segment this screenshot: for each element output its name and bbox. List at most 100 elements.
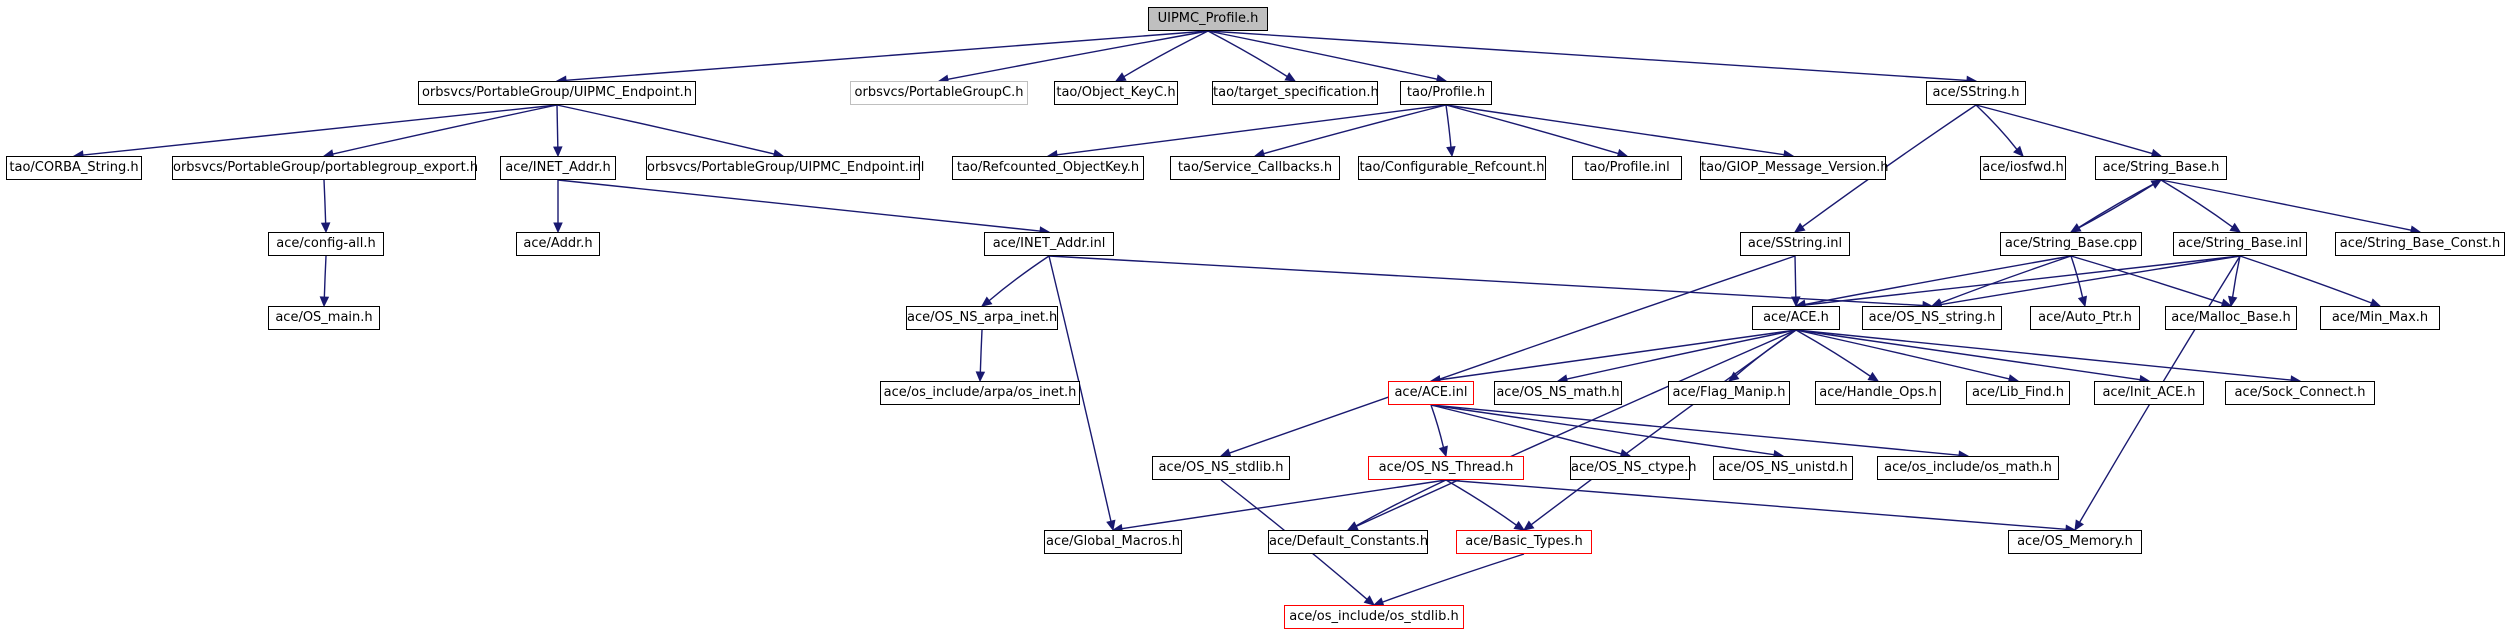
arrowhead bbox=[1106, 519, 1116, 532]
arrowhead bbox=[553, 146, 563, 158]
node-endpoint-h[interactable]: orbsvcs/PortableGroup/UIPMC_Endpoint.h bbox=[418, 81, 696, 105]
edge-inet_addr_inl-to-arpa_inet bbox=[988, 255, 1050, 302]
edge-ace_inl-to-os_math bbox=[1430, 404, 1960, 456]
node-os-ns-stdlib[interactable]: ace/OS_NS_stdlib.h bbox=[1152, 456, 1290, 480]
arrowhead bbox=[1791, 296, 1801, 308]
edge-string_base_h-to-string_base_inl bbox=[2160, 179, 2233, 228]
node-global-macros[interactable]: ace/Global_Macros.h bbox=[1044, 530, 1182, 554]
edge-profile_h-to-profile_inl bbox=[1445, 104, 1619, 155]
edge-ace_inl-to-os_ns_thread bbox=[1430, 404, 1445, 448]
node-default-consts[interactable]: ace/Default_Constants.h bbox=[1268, 530, 1428, 554]
arrowhead bbox=[1363, 595, 1375, 606]
node-os-ns-ctype[interactable]: ace/OS_NS_ctype.h bbox=[1570, 456, 1697, 480]
edge-endpoint_h-to-endpoint_inl bbox=[556, 104, 775, 155]
arrowhead bbox=[1284, 72, 1297, 82]
arrowhead bbox=[1867, 371, 1880, 382]
node-objkey[interactable]: tao/Object_KeyC.h bbox=[1054, 81, 1178, 105]
node-init-ace[interactable]: ace/Init_ACE.h bbox=[2094, 381, 2204, 405]
arrowhead bbox=[2074, 519, 2084, 532]
node-pgc-h[interactable]: orbsvcs/PortableGroupC.h bbox=[850, 81, 1028, 105]
node-ace-h[interactable]: ace/ACE.h bbox=[1752, 306, 1840, 330]
edge-ace_inl-to-os_ns_ctype bbox=[1430, 404, 1622, 455]
edge-profile_h-to-service_cb bbox=[1263, 104, 1447, 155]
node-inet-addr-h[interactable]: ace/INET_Addr.h bbox=[500, 156, 616, 180]
node-inet-addr-inl[interactable]: ace/INET_Addr.inl bbox=[984, 232, 1114, 256]
node-refcounted[interactable]: tao/Refcounted_ObjectKey.h bbox=[952, 156, 1144, 180]
edge-sstring_h-to-iosfwd bbox=[1975, 104, 2018, 150]
edge-root-to-pgc_h bbox=[947, 30, 1209, 81]
node-auto-ptr[interactable]: ace/Auto_Ptr.h bbox=[2030, 306, 2140, 330]
node-sstring-h[interactable]: ace/SString.h bbox=[1926, 81, 2026, 105]
arrowhead bbox=[553, 222, 563, 234]
edge-root-to-sstring_h bbox=[1207, 30, 1968, 82]
node-os-memory[interactable]: ace/OS_Memory.h bbox=[2008, 530, 2142, 554]
node-min-max[interactable]: ace/Min_Max.h bbox=[2320, 306, 2440, 330]
arrowhead bbox=[2229, 222, 2242, 233]
arrowhead bbox=[320, 222, 331, 234]
node-os-ns-thread[interactable]: ace/OS_NS_Thread.h bbox=[1368, 456, 1524, 480]
arrowhead bbox=[2227, 295, 2238, 308]
node-sstring-inl[interactable]: ace/SString.inl bbox=[1740, 232, 1850, 256]
node-profile-h[interactable]: tao/Profile.h bbox=[1400, 81, 1492, 105]
node-addr-h[interactable]: ace/Addr.h bbox=[516, 232, 600, 256]
node-profile-inl[interactable]: tao/Profile.inl bbox=[1572, 156, 1682, 180]
edge-os_ns_thread-to-os_memory bbox=[1445, 479, 2067, 530]
node-string-base-cpp[interactable]: ace/String_Base.cpp bbox=[2000, 232, 2142, 256]
edge-inet_addr_h-to-inet_addr_inl bbox=[557, 179, 1041, 232]
edge-pg_export-to-config_all bbox=[323, 179, 327, 224]
node-os-ns-math[interactable]: ace/OS_NS_math.h bbox=[1494, 381, 1622, 405]
node-handle-ops[interactable]: ace/Handle_Ops.h bbox=[1815, 381, 1941, 405]
node-string-base-const[interactable]: ace/String_Base_Const.h bbox=[2335, 232, 2505, 256]
node-basic-types[interactable]: ace/Basic_Types.h bbox=[1456, 530, 1592, 554]
edge-profile_h-to-config_ref bbox=[1445, 104, 1452, 148]
arrowhead bbox=[1346, 521, 1359, 531]
edge-sstring_inl-to-ace_h bbox=[1794, 255, 1797, 298]
node-endpoint-inl[interactable]: orbsvcs/PortableGroup/UIPMC_Endpoint.inl bbox=[646, 156, 924, 180]
node-os-math[interactable]: ace/os_include/os_math.h bbox=[1877, 456, 2059, 480]
edge-sstring_h-to-string_base_h bbox=[1975, 104, 2153, 155]
node-iosfwd[interactable]: ace/iosfwd.h bbox=[1980, 156, 2066, 180]
edge-inet_addr_inl-to-global_macros bbox=[1048, 255, 1112, 522]
node-config-ref[interactable]: tao/Configurable_Refcount.h bbox=[1358, 156, 1546, 180]
node-os-stdlib[interactable]: ace/os_include/os_stdlib.h bbox=[1284, 605, 1464, 629]
edge-os_ns_thread-to-default_consts bbox=[1355, 479, 1447, 527]
edge-ace_h-to-default_consts bbox=[1355, 329, 1797, 527]
node-ace-inl[interactable]: ace/ACE.inl bbox=[1388, 381, 1474, 405]
edge-string_base_cpp-to-malloc_base bbox=[2070, 255, 2223, 304]
arrowhead bbox=[981, 296, 993, 307]
node-arpa-inet[interactable]: ace/OS_NS_arpa_inet.h bbox=[906, 306, 1058, 330]
edge-ace_h-to-ace_inl bbox=[1439, 329, 1797, 381]
arrowhead bbox=[2013, 145, 2024, 157]
node-target[interactable]: tao/target_specification.h bbox=[1212, 81, 1379, 105]
arrowhead bbox=[1793, 222, 1806, 233]
node-malloc-base[interactable]: ace/Malloc_Base.h bbox=[2165, 306, 2297, 330]
arrowhead bbox=[2077, 295, 2088, 308]
arrowhead bbox=[2150, 179, 2163, 189]
edge-string_base_inl-to-min_max bbox=[2239, 255, 2372, 304]
node-lib-find[interactable]: ace/Lib_Find.h bbox=[1966, 381, 2070, 405]
edge-arpa_inet-to-os_inet bbox=[979, 329, 983, 373]
edge-profile_h-to-refcounted bbox=[1056, 104, 1447, 156]
node-pg-export[interactable]: orbsvcs/PortableGroup/portablegroup_expo… bbox=[172, 156, 478, 180]
node-flag-manip[interactable]: ace/Flag_Manip.h bbox=[1668, 381, 1790, 405]
node-string-base-h[interactable]: ace/String_Base.h bbox=[2095, 156, 2227, 180]
node-os-ns-unistd[interactable]: ace/OS_NS_unistd.h bbox=[1713, 456, 1853, 480]
node-sock-connect[interactable]: ace/Sock_Connect.h bbox=[2225, 381, 2375, 405]
edge-string_base_cpp-to-os_ns_string bbox=[1940, 255, 2072, 304]
node-string-base-inl[interactable]: ace/String_Base.inl bbox=[2173, 232, 2307, 256]
node-giop[interactable]: tao/GIOP_Message_Version.h bbox=[1700, 156, 1889, 180]
node-config-all[interactable]: ace/config-all.h bbox=[268, 232, 384, 256]
edge-root-to-objkey bbox=[1123, 30, 1209, 78]
node-service-cb[interactable]: tao/Service_Callbacks.h bbox=[1170, 156, 1340, 180]
node-root[interactable]: UIPMC_Profile.h bbox=[1148, 7, 1268, 31]
node-os-main[interactable]: ace/OS_main.h bbox=[268, 306, 380, 330]
node-corba-string[interactable]: tao/CORBA_String.h bbox=[6, 156, 142, 180]
edge-ace_h-to-sock_connect bbox=[1795, 329, 2292, 381]
edge-endpoint_h-to-pg_export bbox=[332, 104, 558, 155]
node-os-ns-string[interactable]: ace/OS_NS_string.h bbox=[1862, 306, 2002, 330]
edge-string_base_inl-to-malloc_base bbox=[2231, 255, 2241, 298]
edge-config_all-to-os_main bbox=[323, 255, 327, 298]
node-os-inet[interactable]: ace/os_include/arpa/os_inet.h bbox=[880, 381, 1080, 405]
